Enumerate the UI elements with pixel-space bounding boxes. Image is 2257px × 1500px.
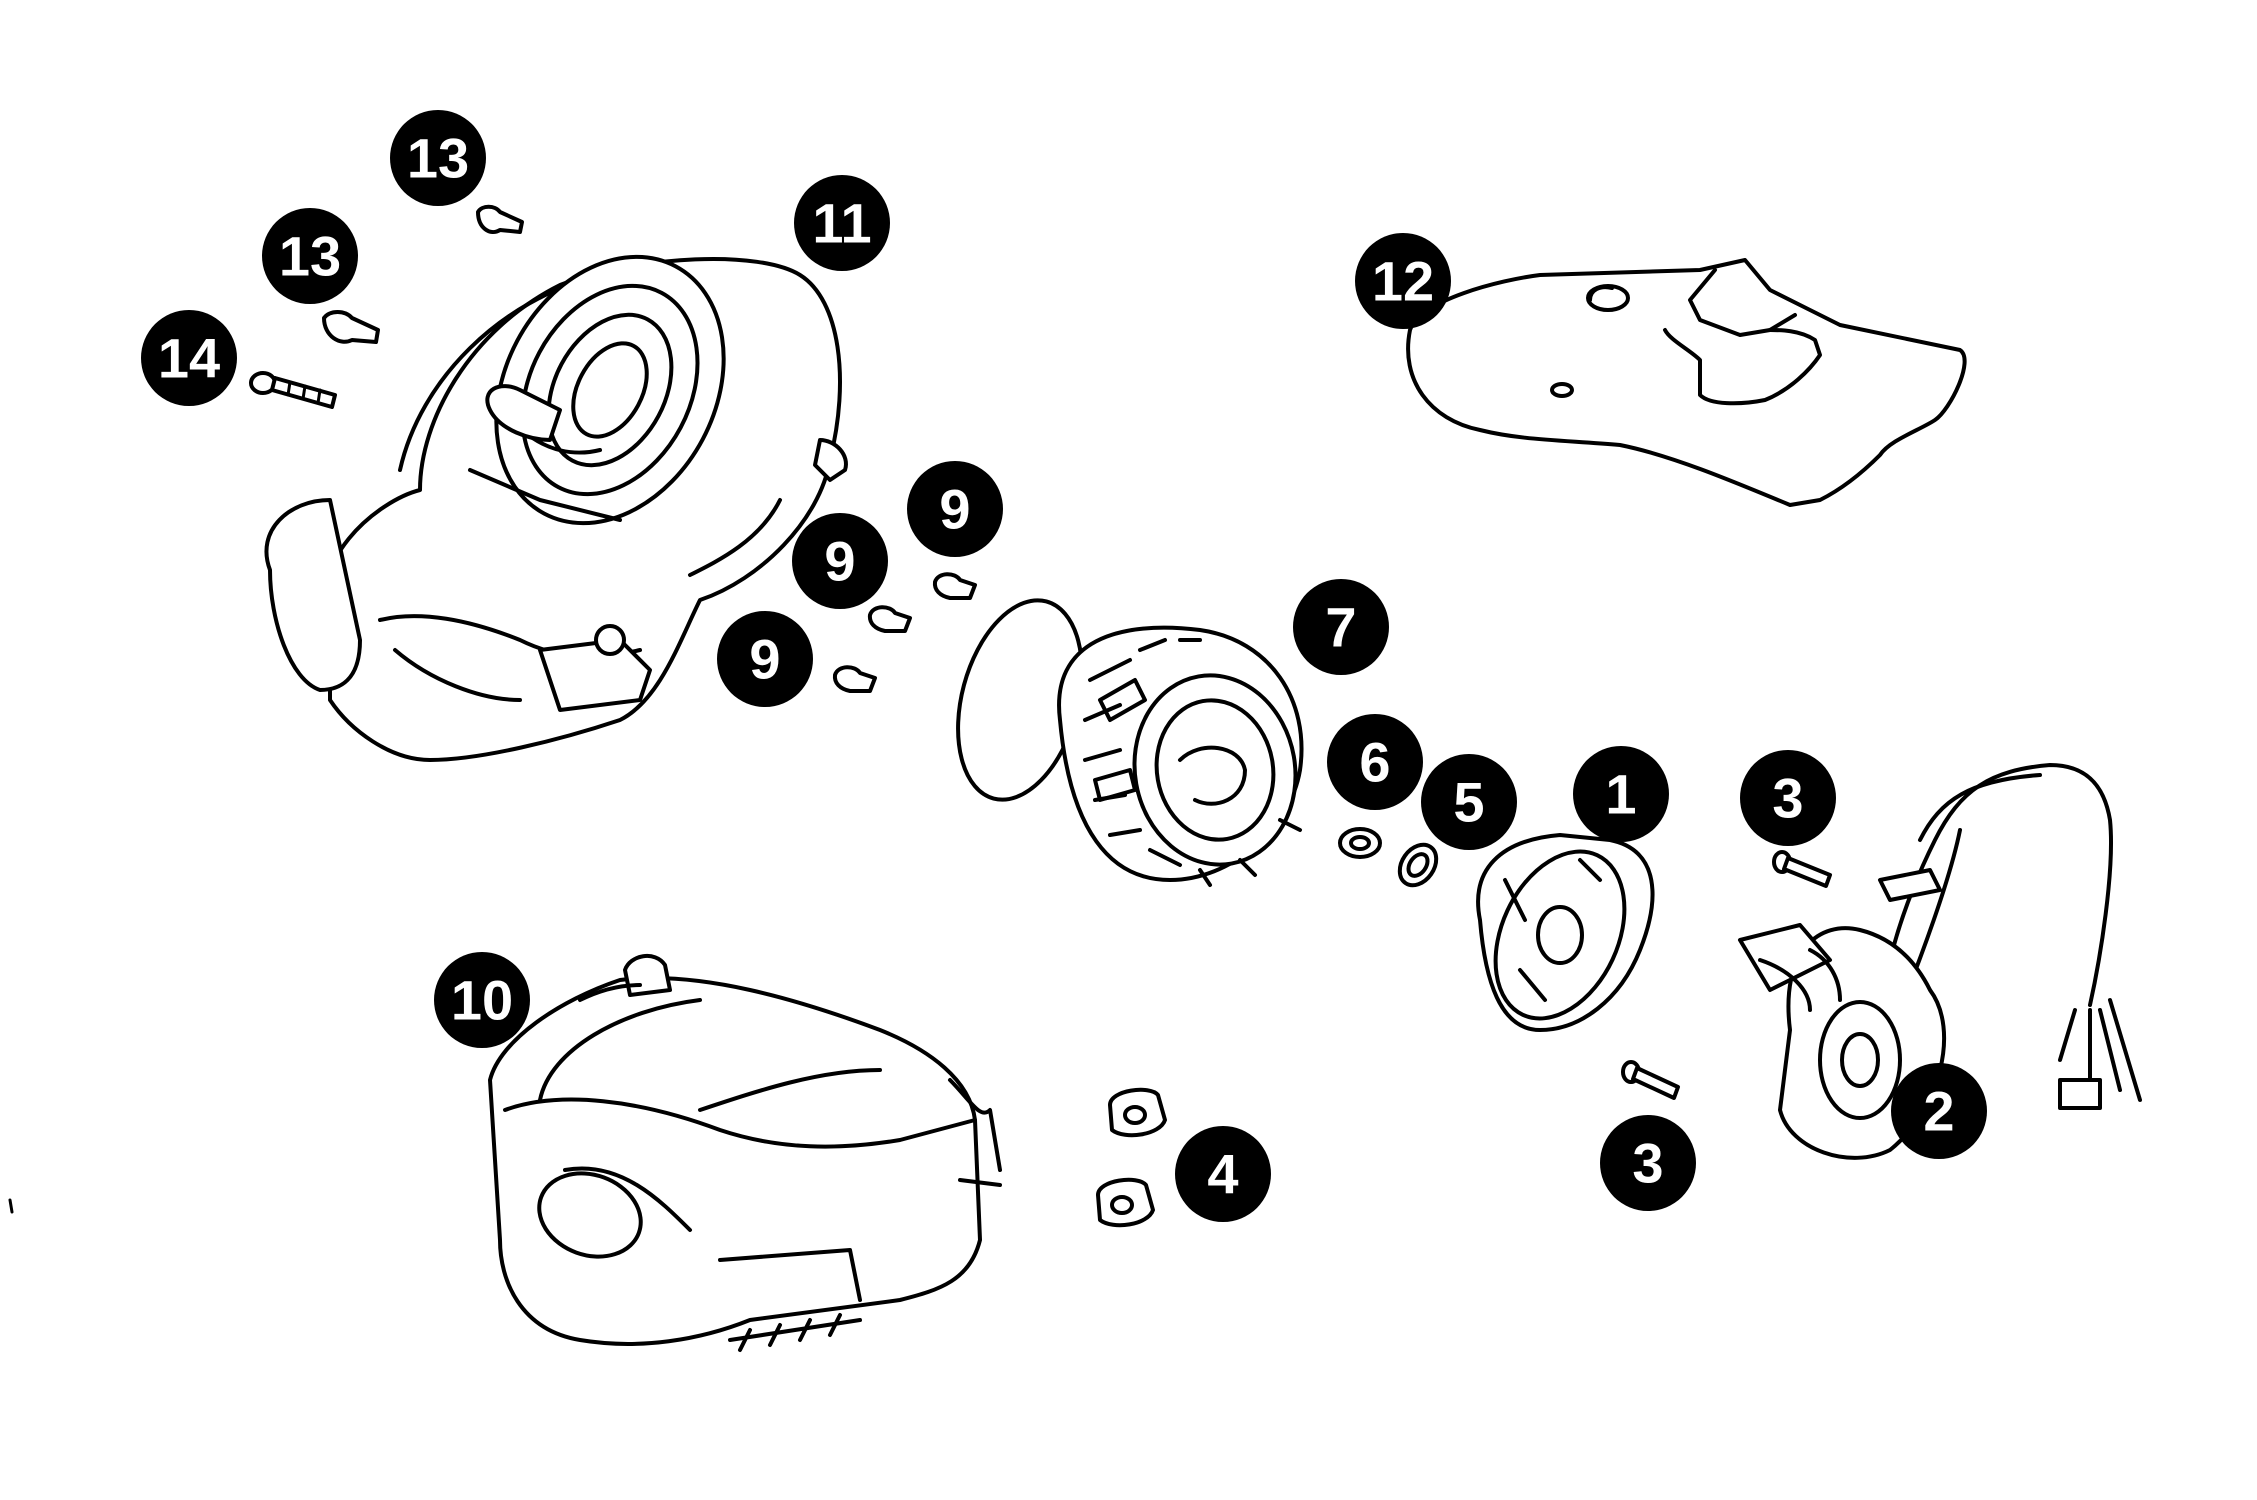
svg-text:5: 5 xyxy=(1453,771,1484,834)
callout-9-right: 9 xyxy=(907,461,1003,557)
callout-11: 11 xyxy=(794,175,890,271)
svg-text:3: 3 xyxy=(1772,767,1803,830)
part-screw-3-lower xyxy=(1621,1060,1680,1100)
svg-text:7: 7 xyxy=(1325,596,1356,659)
svg-text:10: 10 xyxy=(451,969,513,1032)
svg-text:2: 2 xyxy=(1923,1080,1954,1143)
callout-10: 10 xyxy=(434,952,530,1048)
callout-13-upper: 13 xyxy=(390,110,486,206)
callout-13-lower: 13 xyxy=(262,208,358,304)
callout-1: 1 xyxy=(1573,746,1669,842)
callout-5: 5 xyxy=(1421,754,1517,850)
callout-2: 2 xyxy=(1891,1063,1987,1159)
svg-text:6: 6 xyxy=(1359,731,1390,794)
svg-text:11: 11 xyxy=(812,192,871,255)
svg-text:9: 9 xyxy=(749,628,780,691)
svg-text:3: 3 xyxy=(1632,1132,1663,1195)
part-clip-9-right xyxy=(932,572,977,600)
callout-12: 12 xyxy=(1355,233,1451,329)
part-fan-housing xyxy=(264,254,848,762)
callout-4: 4 xyxy=(1175,1126,1271,1222)
callout-6: 6 xyxy=(1327,714,1423,810)
callout-14: 14 xyxy=(141,310,237,406)
part-clip-9-middle xyxy=(867,605,912,633)
svg-text:14: 14 xyxy=(158,327,220,390)
svg-text:13: 13 xyxy=(407,127,469,190)
callout-9-left: 9 xyxy=(717,611,813,707)
part-gasket xyxy=(1406,258,1967,507)
svg-text:12: 12 xyxy=(1372,250,1434,313)
svg-text:9: 9 xyxy=(939,478,970,541)
part-screw-13-upper xyxy=(476,204,524,234)
part-clip-9-left xyxy=(832,665,877,693)
part-lower-housing xyxy=(488,954,1002,1352)
part-screw-3-upper xyxy=(1772,850,1832,888)
part-clip-4-lower xyxy=(1096,1177,1155,1228)
part-rotor-fan xyxy=(956,598,1304,887)
part-flywheel xyxy=(1476,833,1655,1032)
callout-3-upper: 3 xyxy=(1740,750,1836,846)
part-screw-13-lower xyxy=(322,310,380,344)
svg-text:9: 9 xyxy=(824,530,855,593)
svg-text:4: 4 xyxy=(1207,1143,1238,1206)
svg-text:1: 1 xyxy=(1605,763,1636,826)
part-clip-4-upper xyxy=(1108,1087,1167,1138)
callout-7: 7 xyxy=(1293,579,1389,675)
part-screw-14 xyxy=(249,371,337,409)
stray-mark xyxy=(8,1198,14,1214)
part-nut xyxy=(1338,827,1382,859)
svg-text:13: 13 xyxy=(279,225,341,288)
callout-9-middle: 9 xyxy=(792,513,888,609)
callout-3-lower: 3 xyxy=(1600,1115,1696,1211)
part-washer xyxy=(1397,842,1439,888)
